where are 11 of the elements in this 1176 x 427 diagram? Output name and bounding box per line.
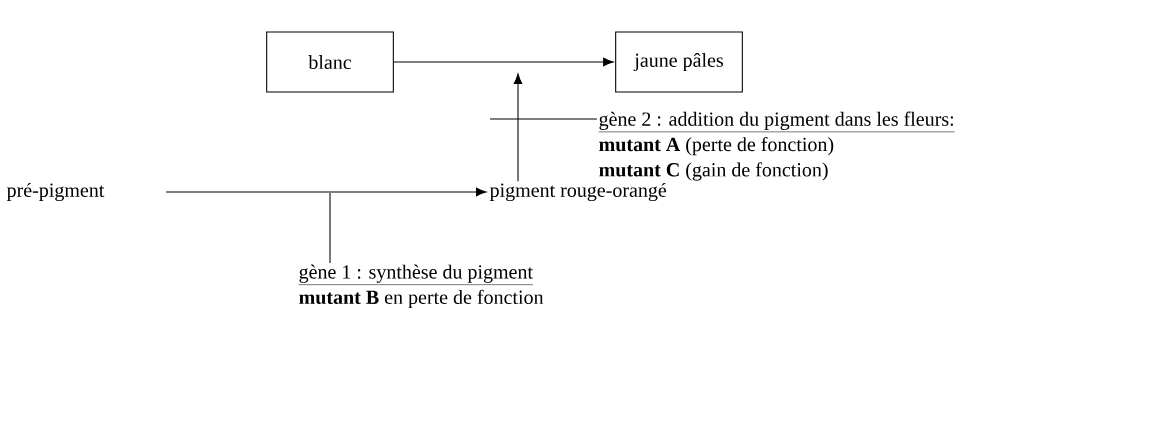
- arrow: [393, 57, 614, 67]
- connector-line: [489, 118, 598, 120]
- arrow: [513, 73, 523, 182]
- annotation-text: gène 2 : addition du pigment dans les fleurs: mutant A (perte de fonction) mutant C (gain de fonction): [598, 111, 955, 181]
- annotation-text: gène 1 : synthèse du pigment mutant B en perte de fonction: [298, 264, 544, 309]
- arrow: [165, 187, 487, 197]
- process-box: jaune pâles: [615, 31, 743, 93]
- connector-line: [329, 192, 331, 264]
- text-label: pré-pigment: [6, 182, 105, 202]
- text-label: pigment rouge-orangé: [489, 182, 667, 202]
- process-box: blanc: [266, 31, 394, 93]
